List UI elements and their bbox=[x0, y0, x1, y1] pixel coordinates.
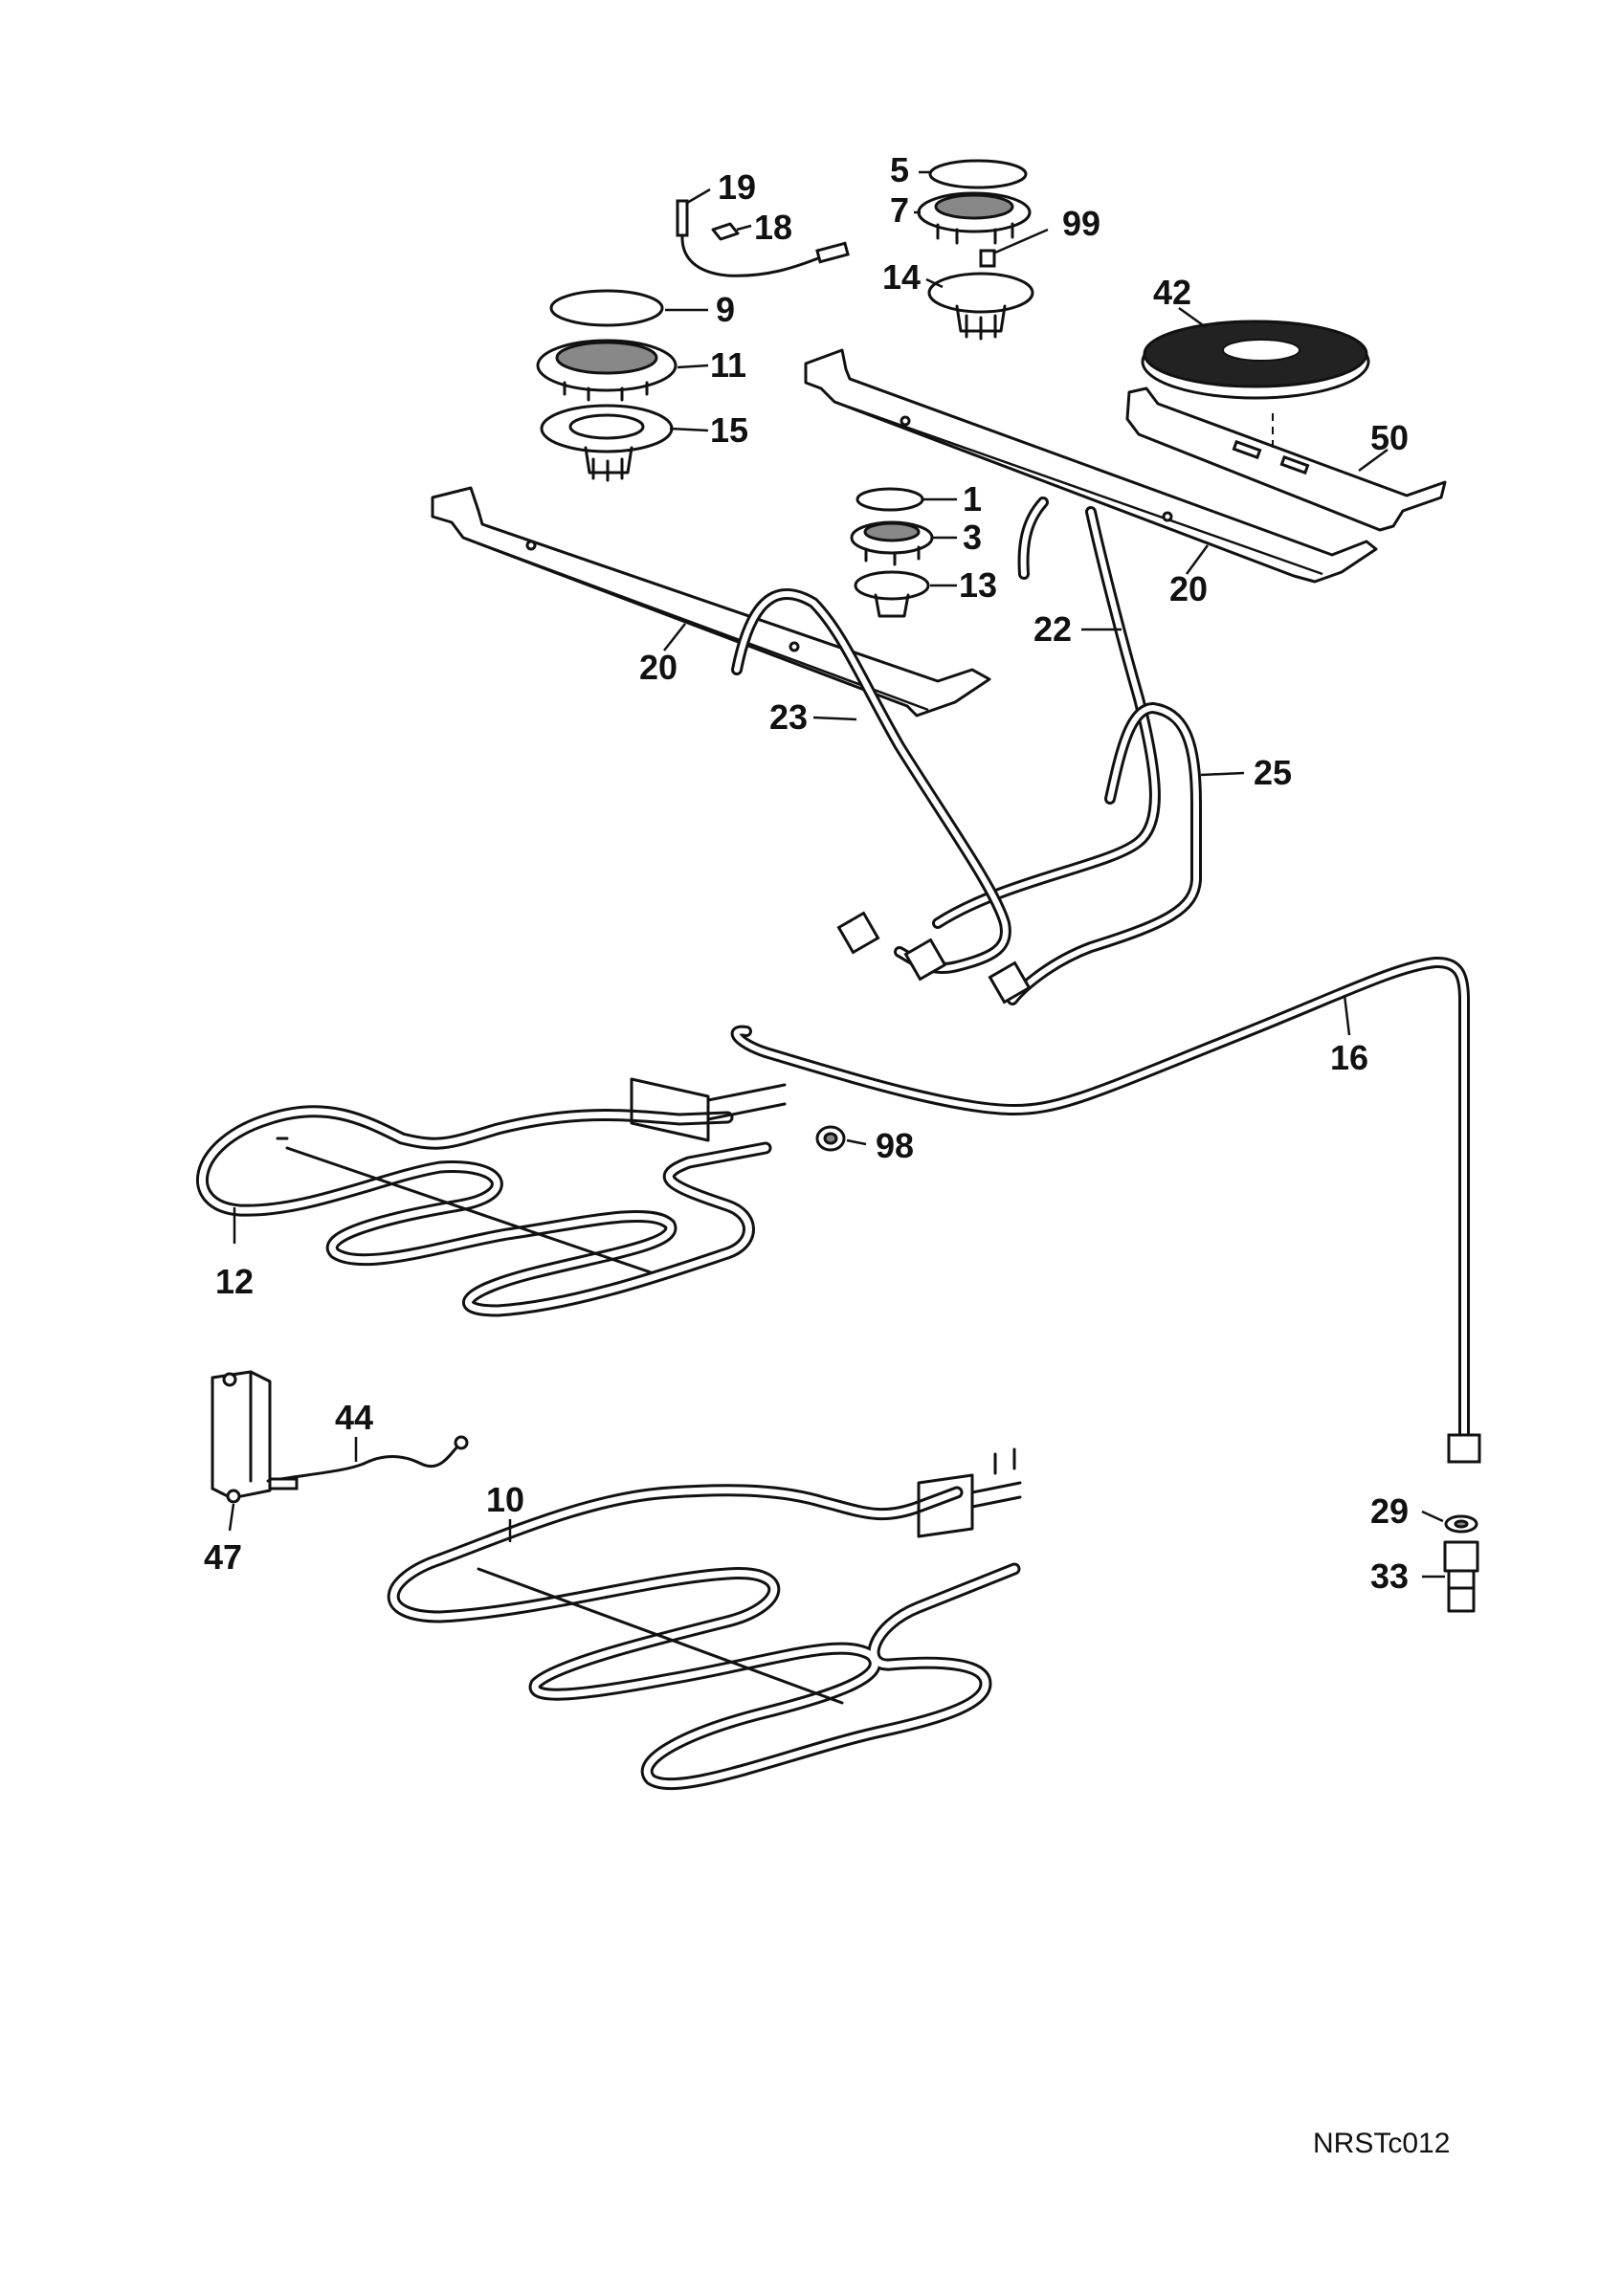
burner-body-part-14 bbox=[927, 272, 1034, 341]
label-44: 44 bbox=[335, 1398, 373, 1437]
burner-head-part-3 bbox=[850, 520, 934, 566]
grommet-part-98 bbox=[815, 1125, 846, 1152]
burner-head-part-7 bbox=[917, 191, 1032, 245]
burner-cap-part-1 bbox=[855, 487, 924, 512]
pipe-nut-1 bbox=[836, 911, 880, 955]
union-fitting-part-33 bbox=[1443, 1540, 1479, 1613]
label-99: 99 bbox=[1062, 204, 1100, 243]
thermocouple-clip-part-18 bbox=[711, 222, 740, 241]
label-10: 10 bbox=[486, 1480, 524, 1519]
label-25: 25 bbox=[1254, 753, 1292, 792]
burner-body-part-13 bbox=[854, 570, 930, 618]
burner-rail-right-part-20 bbox=[804, 348, 1378, 584]
wire-part-44 bbox=[266, 1435, 469, 1490]
burner-head-part-11 bbox=[536, 339, 678, 402]
label-16: 16 bbox=[1330, 1038, 1368, 1077]
label-7: 7 bbox=[890, 190, 909, 230]
label-47: 47 bbox=[204, 1537, 242, 1577]
burner-rail-left-part-20 bbox=[431, 486, 991, 718]
drawing-code: NRSTc012 bbox=[1313, 2128, 1450, 2159]
hotplate-bracket-part-50 bbox=[1125, 386, 1447, 532]
oven-element-part-10 bbox=[387, 1447, 1022, 1791]
label-20-right: 20 bbox=[1169, 569, 1208, 608]
label-1: 1 bbox=[963, 479, 982, 519]
label-98: 98 bbox=[876, 1126, 914, 1165]
label-14: 14 bbox=[882, 257, 921, 297]
label-9: 9 bbox=[716, 290, 735, 329]
burner-cap-part-9 bbox=[549, 289, 664, 327]
label-12: 12 bbox=[215, 1262, 254, 1301]
injector-part-99 bbox=[979, 249, 996, 268]
label-13: 13 bbox=[959, 565, 997, 605]
label-50: 50 bbox=[1370, 418, 1409, 457]
thermostat-part-47 bbox=[211, 1370, 272, 1504]
electric-hotplate-part-42 bbox=[1141, 320, 1370, 400]
label-19: 19 bbox=[718, 167, 756, 207]
label-42: 42 bbox=[1153, 273, 1191, 312]
label-15: 15 bbox=[710, 410, 748, 450]
label-22: 22 bbox=[1033, 609, 1072, 649]
thermocouple-probe-part-19 bbox=[676, 199, 850, 277]
callout-labels: 19 18 5 7 99 14 9 11 15 42 50 1 3 13 20 … bbox=[204, 150, 1409, 1596]
pipe-nut-2 bbox=[903, 938, 947, 982]
label-18: 18 bbox=[754, 208, 792, 247]
grill-element-part-12 bbox=[196, 1077, 787, 1317]
label-11: 11 bbox=[710, 345, 746, 385]
burner-body-part-15 bbox=[540, 404, 674, 482]
label-5: 5 bbox=[890, 150, 909, 189]
gas-pipe-part-25 bbox=[1007, 702, 1202, 1005]
label-33: 33 bbox=[1370, 1556, 1409, 1596]
washer-part-29 bbox=[1444, 1514, 1478, 1534]
label-23: 23 bbox=[769, 697, 808, 737]
label-29: 29 bbox=[1370, 1491, 1409, 1531]
gas-pipe-part-23 bbox=[731, 588, 1011, 974]
label-20-left: 20 bbox=[639, 648, 678, 687]
pipe-nut-3 bbox=[988, 960, 1032, 1004]
burner-cap-part-5 bbox=[928, 159, 1028, 189]
label-3: 3 bbox=[963, 518, 982, 557]
gas-pipe-part-22 bbox=[932, 497, 1161, 929]
main-gas-pipe-part-16 bbox=[730, 957, 1481, 1464]
